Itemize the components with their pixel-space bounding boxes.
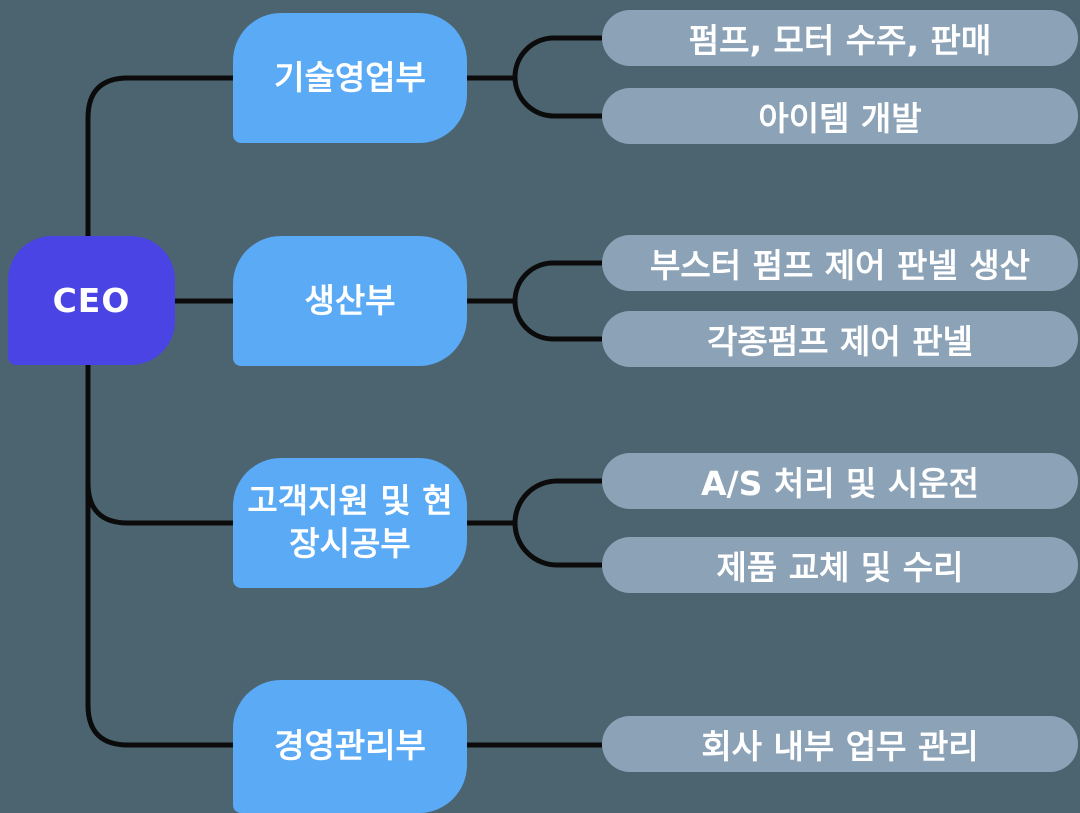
task-node: 각종펌프 제어 판넬 [602,311,1078,367]
connector-dept1-bracket [512,35,602,119]
dept-node-customer-support: 고객지원 및 현장시공부 [233,458,467,588]
ceo-node: CEO [8,236,175,365]
connector-dept2-bracket [512,260,602,342]
task-node: 제품 교체 및 수리 [602,537,1078,593]
dept-node-technical-sales: 기술영업부 [233,13,467,143]
connector-dept3-bracket [512,478,602,568]
task-node: 부스터 펌프 제어 판넬 생산 [602,235,1078,291]
task-node: 아이템 개발 [602,88,1078,144]
connector-trunk [85,75,233,748]
dept-node-management: 경영관리부 [233,680,467,813]
dept-node-production: 생산부 [233,236,467,366]
connector-branch-dept3 [85,482,233,526]
task-node: 회사 내부 업무 관리 [602,716,1078,772]
task-node: 펌프, 모터 수주, 판매 [602,10,1078,66]
task-node: A/S 처리 및 시운전 [602,453,1078,509]
